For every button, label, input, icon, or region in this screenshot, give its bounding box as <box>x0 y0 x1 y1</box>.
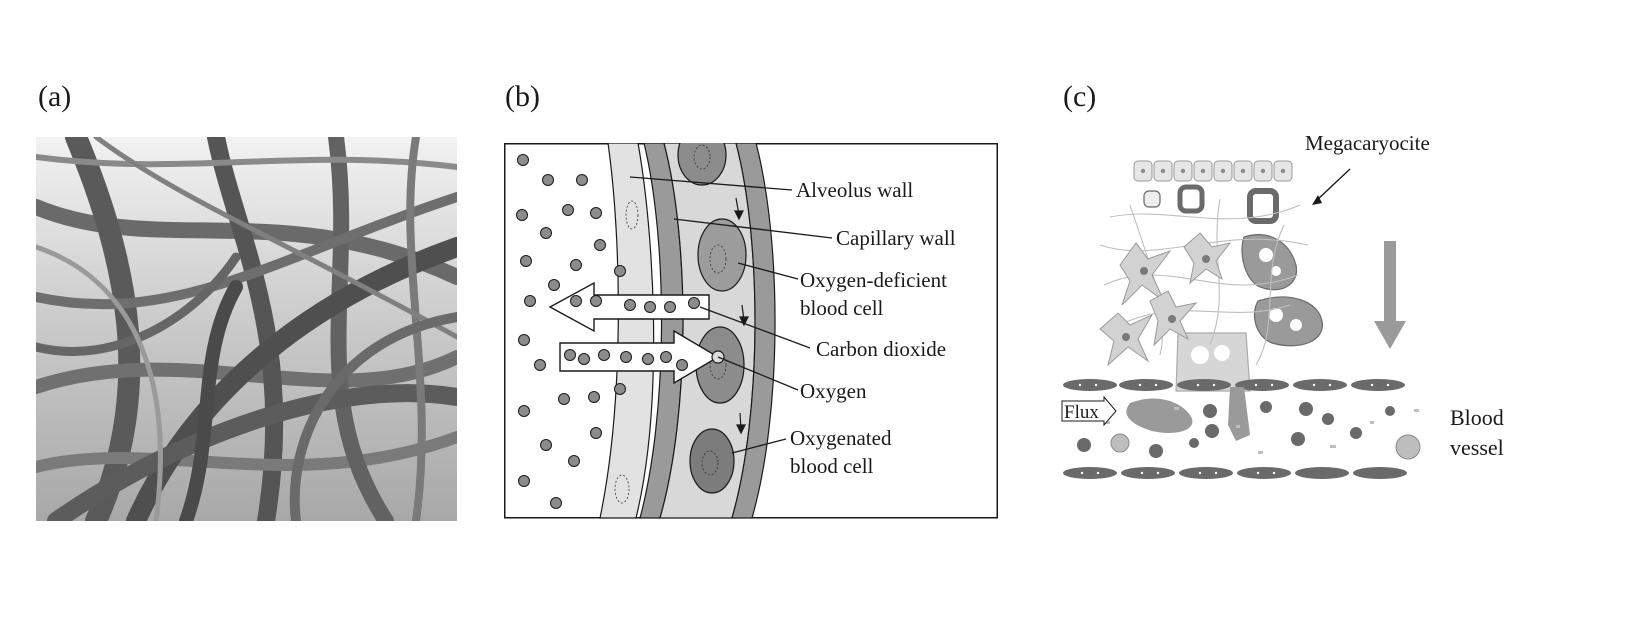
label-flux: Flux <box>1064 402 1099 423</box>
label-oxygen: Oxygen <box>800 379 867 403</box>
label-alveolus-wall: Alveolus wall <box>796 178 913 202</box>
panel-a-label: (a) <box>38 80 72 113</box>
label-blood: Blood <box>1450 405 1504 430</box>
label-oxygen-deficient-2: blood cell <box>800 296 884 320</box>
gas-exchange-diagram: Alveolus wall Capillary wall Oxygen-defi… <box>504 143 998 519</box>
panel-c-label: (c) <box>1063 80 1097 113</box>
panel-b-label: (b) <box>505 80 540 113</box>
downward-flow-arrow <box>1374 241 1406 349</box>
label-vessel: vessel <box>1450 435 1504 460</box>
blood-vessel-diagram: Megacaryocite <box>1061 131 1504 479</box>
blood-cell <box>697 218 747 292</box>
label-oxygenated-2: blood cell <box>790 454 874 478</box>
flux-arrow <box>1061 395 1117 427</box>
blood-cell <box>689 428 735 494</box>
alveolus-wall <box>599 143 655 519</box>
vessel-wall-top <box>1063 379 1405 391</box>
label-carbon-dioxide: Carbon dioxide <box>816 337 946 361</box>
fiber-scaffold-image <box>36 137 457 521</box>
label-megacaryocite: Megacaryocite <box>1305 131 1430 155</box>
vessel-wall-bottom <box>1063 467 1407 479</box>
label-capillary-wall: Capillary wall <box>836 226 956 250</box>
blood-cell <box>677 143 727 186</box>
oxygen-arrow <box>559 329 720 385</box>
label-oxygen-deficient-1: Oxygen-deficient <box>800 268 947 292</box>
label-oxygenated-1: Oxygenated <box>790 426 892 450</box>
capillary-wall-inner <box>731 143 776 519</box>
